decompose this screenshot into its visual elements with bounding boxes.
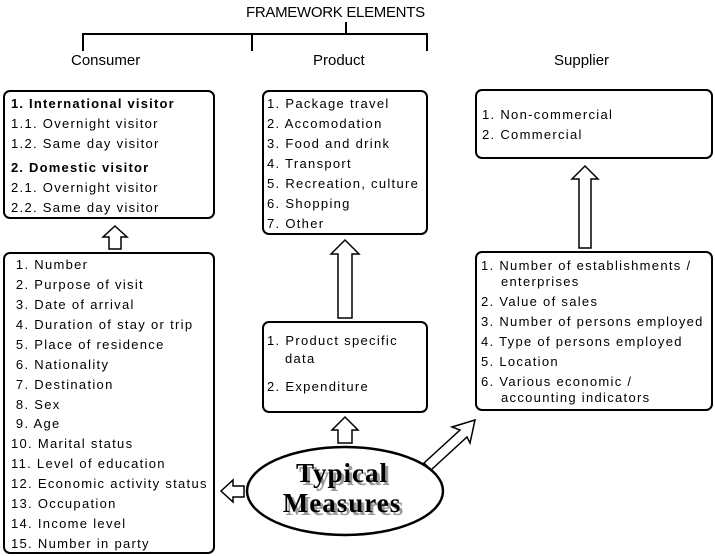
consumer-measures-box: 1. Number 2. Purpose of visit 3. Date of…: [3, 252, 215, 554]
supplier-measure-item: 5. Location: [481, 354, 559, 369]
arrow-left-to-consumer-measures: [219, 478, 245, 504]
column-header-supplier: Supplier: [554, 52, 610, 69]
product-item: 3. Food and drink: [267, 136, 391, 151]
consumer-measure-item: 9. Age: [11, 416, 61, 431]
consumer-item: 1.2. Same day visitor: [11, 136, 160, 151]
consumer-measure-item: 5. Place of residence: [11, 337, 165, 352]
consumer-measure-item: 15. Number in party: [11, 536, 150, 551]
consumer-measure-item: 8. Sex: [11, 397, 61, 412]
consumer-measure-item: 2. Purpose of visit: [11, 277, 144, 292]
product-measures-box: 1. Product specific data 2. Expenditure: [262, 321, 428, 413]
supplier-measures-box: 1. Number of establishments / enterprise…: [475, 251, 713, 411]
supplier-measure-item: 4. Type of persons employed: [481, 334, 683, 349]
arrow-up-product: [329, 238, 361, 319]
arrow-up-to-product-measures: [330, 415, 360, 444]
consumer-item: 2.2. Same day visitor: [11, 200, 160, 215]
arrow-up-consumer: [101, 224, 129, 250]
product-item: 4. Transport: [267, 156, 352, 171]
column-header-consumer: Consumer: [71, 52, 141, 69]
column-header-product: Product: [313, 52, 365, 69]
typical-measures-line1: Typical: [295, 458, 388, 488]
consumer-categories-box: 1. International visitor 1.1. Overnight …: [3, 90, 215, 219]
supplier-item: 2. Commercial: [482, 127, 583, 142]
consumer-item: 1. International visitor: [11, 96, 175, 111]
product-measure-item: data: [285, 351, 316, 366]
product-measure-item: 1. Product specific: [267, 333, 398, 348]
consumer-measure-item: 4. Duration of stay or trip: [11, 317, 194, 332]
product-item: 2. Accomodation: [267, 116, 383, 131]
consumer-measure-item: 10. Marital status: [11, 436, 134, 451]
consumer-measure-item: 11. Level of education: [11, 456, 166, 471]
typical-measures-ellipse: [245, 445, 445, 537]
supplier-measure-item: accounting indicators: [501, 390, 651, 405]
consumer-measure-item: 6. Nationality: [11, 357, 110, 372]
consumer-item: 2.1. Overnight visitor: [11, 180, 159, 195]
product-item: 6. Shopping: [267, 196, 351, 211]
typical-measures-line2: Measures: [282, 488, 402, 518]
supplier-categories-box: 1. Non-commercial 2. Commercial: [475, 89, 713, 159]
supplier-measure-item: 3. Number of persons employed: [481, 314, 704, 329]
supplier-measure-item: enterprises: [501, 274, 580, 289]
consumer-measure-item: 14. Income level: [11, 516, 127, 531]
supplier-measure-item: 6. Various economic /: [481, 374, 633, 389]
supplier-item: 1. Non-commercial: [482, 107, 614, 122]
arrow-up-supplier: [570, 164, 600, 249]
consumer-item: 2. Domestic visitor: [11, 160, 150, 175]
supplier-measure-item: 2. Value of sales: [481, 294, 599, 309]
consumer-measure-item: 13. Occupation: [11, 496, 117, 511]
consumer-measure-item: 3. Date of arrival: [11, 297, 135, 312]
product-item: 5. Recreation, culture: [267, 176, 420, 191]
consumer-measure-item: 7. Destination: [11, 377, 114, 392]
supplier-measure-item: 1. Number of establishments /: [481, 258, 692, 273]
product-item: 1. Package travel: [267, 96, 390, 111]
product-measure-item: 2. Expenditure: [267, 379, 370, 394]
consumer-measure-item: 1. Number: [11, 257, 89, 272]
product-item: 7. Other: [267, 216, 325, 231]
product-categories-box: 1. Package travel 2. Accomodation 3. Foo…: [262, 90, 428, 235]
consumer-measure-item: 12. Economic activity status: [11, 476, 208, 491]
diagram-title: FRAMEWORK ELEMENTS: [246, 4, 425, 21]
consumer-item: 1.1. Overnight visitor: [11, 116, 159, 131]
